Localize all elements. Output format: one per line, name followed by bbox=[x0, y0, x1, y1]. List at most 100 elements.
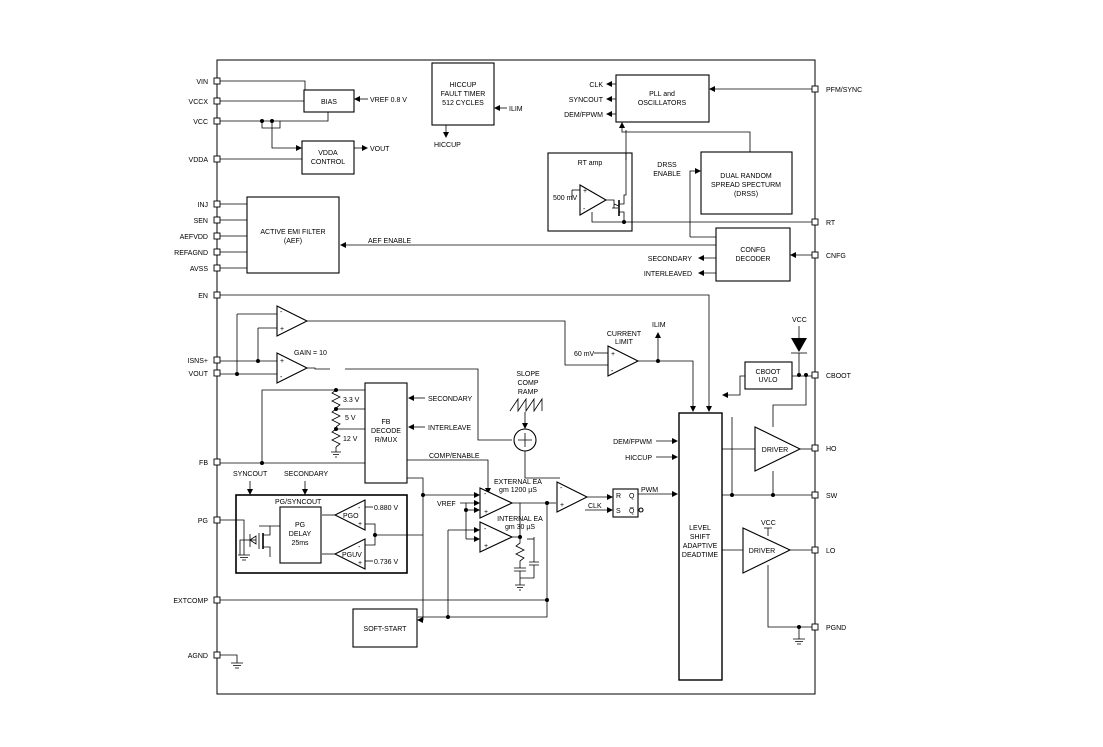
fb-decode-block bbox=[364, 382, 408, 484]
pin-label-avss: AVSS bbox=[190, 266, 208, 273]
pin-sen bbox=[213, 216, 221, 224]
pin-vccx bbox=[213, 97, 221, 105]
cboot-uvlo-label-2: UVLO bbox=[758, 377, 778, 384]
left-pins: VIN VCCX VCC VDDA INJ SEN AEFVDD REFAGND… bbox=[173, 77, 221, 660]
pll-block bbox=[615, 74, 710, 123]
external-ea-label-1: EXTERNAL EA bbox=[494, 479, 542, 486]
pll-label-2: OSCILLATORS bbox=[638, 100, 687, 107]
pgo-minus: - bbox=[358, 505, 361, 512]
level-shift-label-4: DEADTIME bbox=[682, 552, 719, 559]
slope-comp-section: SLOPE COMP RAMP bbox=[509, 371, 560, 479]
v0880-label: 0.880 V bbox=[374, 505, 398, 512]
aef-block bbox=[246, 196, 340, 274]
pin-refagnd bbox=[213, 248, 221, 256]
soft-start-block bbox=[352, 608, 418, 648]
level-shift-section: LEVEL SHIFT ADAPTIVE DEADTIME DEM/FPWM H… bbox=[613, 412, 723, 681]
pin-inj bbox=[213, 200, 221, 208]
ea-section: - + EXTERNAL EA gm 1200 µS - + INTERNAL … bbox=[220, 477, 556, 623]
bias-label: BIAS bbox=[321, 99, 337, 106]
sense-comparator bbox=[276, 305, 309, 337]
pgo-label: PGO bbox=[343, 513, 359, 520]
pin-label-pg: PG bbox=[198, 518, 208, 525]
pin-rt bbox=[811, 218, 819, 226]
aef-section: ACTIVE EMI FILTER (AEF) AEF ENABLE bbox=[220, 196, 716, 274]
pguv-plus: + bbox=[358, 560, 362, 567]
fb-decode-section: FB DECODE R/MUX SECONDARY INTERLEAVE COM… bbox=[220, 382, 491, 494]
aef-enable-label: AEF ENABLE bbox=[368, 238, 412, 245]
mv60-label: 60 mV bbox=[574, 351, 595, 358]
bias-section: BIAS VREF 0.8 V VDDA CONTROL VOUT bbox=[220, 80, 407, 175]
hiccup-timer-label-1: HICCUP bbox=[450, 82, 477, 89]
int-ea-plus: + bbox=[484, 543, 488, 550]
low-driver bbox=[742, 527, 792, 574]
pin-vin bbox=[213, 77, 221, 85]
pin-pgnd bbox=[811, 623, 819, 631]
pwm-comp-plus: + bbox=[560, 502, 564, 509]
pin-sw bbox=[811, 491, 819, 499]
pin-avss bbox=[213, 264, 221, 272]
config-label-1: CONFG bbox=[740, 247, 765, 254]
pin-pfm-sync bbox=[811, 85, 819, 93]
clk-latch-label: CLK bbox=[588, 503, 602, 510]
gain-amp-minus: - bbox=[280, 374, 283, 381]
vcc-lo-label: VCC bbox=[761, 520, 776, 527]
pin-label-rt: RT bbox=[826, 220, 836, 227]
drss-label-1: DUAL RANDOM bbox=[720, 173, 772, 180]
level-shift-block bbox=[678, 412, 723, 681]
ext-ea-minus: - bbox=[484, 491, 487, 498]
pin-label-vout: VOUT bbox=[189, 371, 209, 378]
pll-label-1: PLL and bbox=[649, 91, 675, 98]
boot-diode-icon bbox=[791, 338, 807, 352]
external-ea-label-2: gm 1200 µS bbox=[499, 487, 537, 494]
current-limit-label-2: LIMIT bbox=[615, 339, 634, 346]
pin-label-en: EN bbox=[198, 293, 208, 300]
pguv-comparator bbox=[333, 538, 366, 570]
pwm-comparator bbox=[556, 481, 589, 513]
syncout-out-label: SYNCOUT bbox=[569, 97, 604, 104]
ilim-label: ILIM bbox=[652, 322, 666, 329]
vdda-control-label-1: VDDA bbox=[318, 150, 338, 157]
pwm-label: PWM bbox=[641, 487, 658, 494]
aef-label-2: (AEF) bbox=[284, 238, 302, 245]
gain-label: GAIN = 10 bbox=[294, 350, 327, 357]
fb-decode-label-3: R/MUX bbox=[375, 437, 398, 444]
pin-label-inj: INJ bbox=[198, 202, 209, 209]
pin-vout bbox=[213, 369, 221, 377]
sawtooth-icon bbox=[509, 397, 543, 413]
syncout-pg-label: SYNCOUT bbox=[233, 471, 268, 478]
pin-vdda bbox=[213, 155, 221, 163]
dem-fpwm-in-label: DEM/FPWM bbox=[613, 439, 652, 446]
pin-label-fb: FB bbox=[199, 460, 208, 467]
pin-label-pfm-sync: PFM/SYNC bbox=[826, 87, 862, 94]
latch-q: Q bbox=[629, 493, 635, 500]
low-driver-label: DRIVER bbox=[749, 548, 775, 555]
low-side-driver-section: VCC DRIVER bbox=[722, 520, 812, 645]
pg-delay-label-3: 25ms bbox=[291, 540, 309, 547]
dem-fpwm-out-label: DEM/FPWM bbox=[564, 112, 603, 119]
pgo-plus: + bbox=[358, 521, 362, 528]
hiccup-timer-block bbox=[431, 62, 495, 126]
pg-syncout-label: PG/SYNCOUT bbox=[275, 499, 322, 506]
vout-out-label: VOUT bbox=[370, 146, 390, 153]
v33-label: 3.3 V bbox=[343, 397, 360, 404]
slope-comp-label-3: RAMP bbox=[518, 389, 539, 396]
internal-ea bbox=[479, 521, 514, 553]
external-ea bbox=[479, 487, 514, 519]
slope-comp-label-2: COMP bbox=[518, 380, 539, 387]
pin-cboot bbox=[811, 371, 819, 379]
soft-start-label: SOFT-START bbox=[364, 626, 408, 633]
interleave-fb-label: INTERLEAVE bbox=[428, 425, 471, 432]
sr-latch bbox=[612, 488, 639, 518]
rt-amp-section: RT amp + - 500 mV bbox=[547, 130, 812, 232]
current-limit-section: + - CURRENT LIMIT 60 mV ILIM bbox=[574, 322, 696, 412]
level-shift-label-3: ADAPTIVE bbox=[683, 543, 718, 550]
pin-agnd bbox=[213, 651, 221, 659]
fb-decode-label-1: FB bbox=[382, 419, 391, 426]
pll-section: PLL and OSCILLATORS CLK SYNCOUT DEM/FPWM bbox=[564, 74, 812, 152]
drss-enable-label-1: DRSS bbox=[657, 162, 677, 169]
cl-plus: + bbox=[611, 351, 615, 358]
clk-out-label: CLK bbox=[589, 82, 603, 89]
pin-label-vdda: VDDA bbox=[189, 157, 209, 164]
hiccup-timer-label-3: 512 CYCLES bbox=[442, 100, 484, 107]
